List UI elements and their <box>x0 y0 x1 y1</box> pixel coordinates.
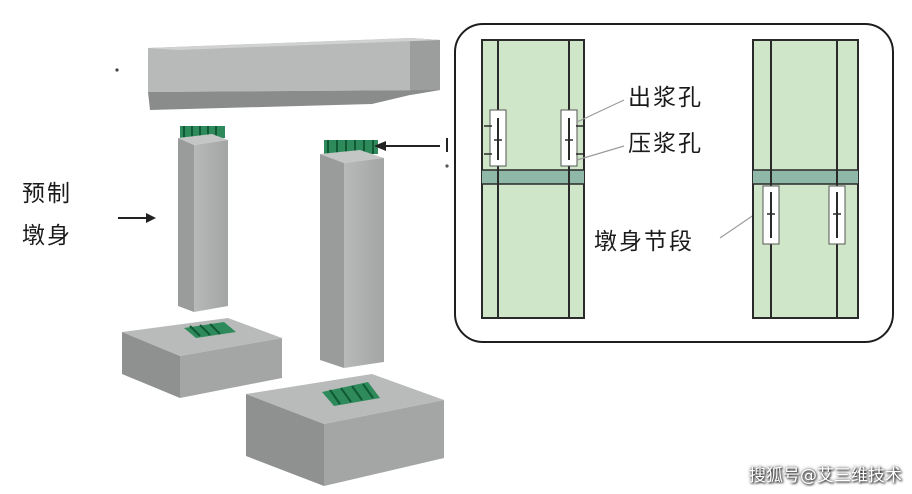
label-outlet-hole: 出浆孔 <box>628 85 703 111</box>
leader-grout-hole <box>576 145 625 161</box>
detail-panel <box>454 23 894 343</box>
left-pier-column <box>178 126 228 312</box>
right-pier-column <box>320 140 384 368</box>
right-footing <box>246 374 444 486</box>
detail-right-column <box>752 39 859 319</box>
cap-beam <box>148 38 440 110</box>
watermark: 搜狐号@艾三维技术 <box>749 466 902 486</box>
left-footing-rebar <box>184 322 236 338</box>
leader-outlet-hole <box>576 99 625 123</box>
detail-left-column <box>481 39 585 319</box>
dot-marker <box>115 68 119 72</box>
label-pier-segment: 墩身节段 <box>594 229 694 255</box>
label-grout-hole: 压浆孔 <box>628 131 703 157</box>
arrow-to-right-column <box>374 141 440 151</box>
label-prefab-line2: 墩身 <box>22 223 72 249</box>
right-footing-rebar <box>322 382 380 406</box>
connector-tick <box>445 138 449 168</box>
label-prefab-line1: 预制 <box>22 181 72 207</box>
left-footing <box>122 318 282 398</box>
arrow-to-left-column <box>118 213 156 223</box>
